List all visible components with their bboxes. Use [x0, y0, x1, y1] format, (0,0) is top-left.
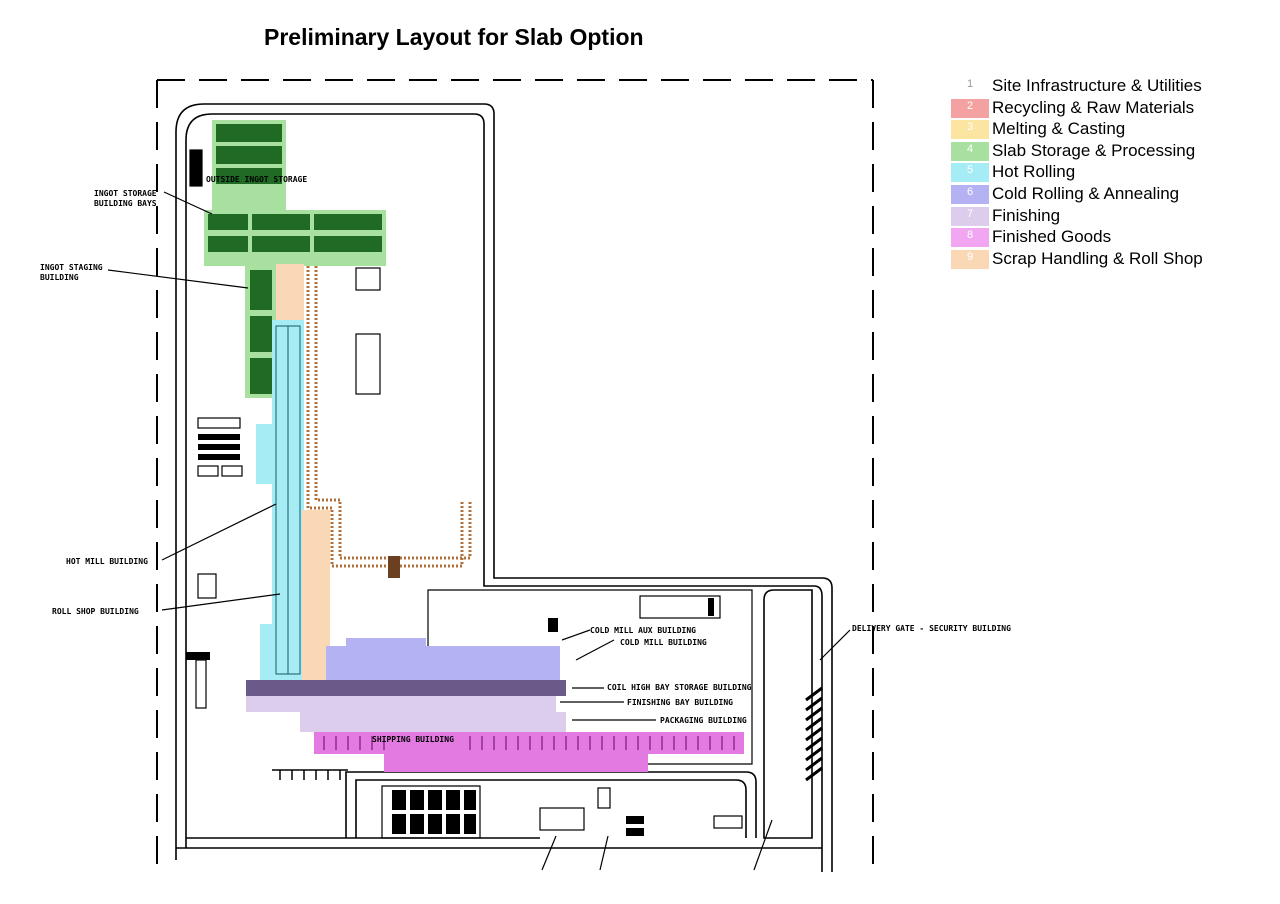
legend-label: Slab Storage & Processing [992, 140, 1196, 160]
legend-item: 4 Slab Storage & Processing [951, 141, 1251, 163]
legend-item: 8 Finished Goods [951, 227, 1251, 249]
zone-roll-shop [276, 264, 304, 320]
leader-lines [107, 191, 851, 871]
label-ingot-storage-line1: INGOT STORAGE [94, 189, 157, 198]
legend-label: Hot Rolling [992, 162, 1076, 182]
legend-label: Site Infrastructure & Utilities [992, 76, 1202, 95]
label-cold-mill: COLD MILL BUILDING [620, 638, 707, 647]
shipping-bays [323, 736, 735, 750]
legend-swatch: 2 [951, 98, 989, 118]
legend-item: 7 Finishing [951, 206, 1251, 228]
label-ingot-staging-line1: INGOT STAGING [40, 263, 103, 272]
page-title: Preliminary Layout for Slab Option [264, 24, 644, 50]
zone-hot-mill-aux-2 [260, 624, 274, 680]
zone-finishing-bay [246, 696, 556, 712]
legend-label: Finished Goods [992, 227, 1112, 247]
legend-item: 3 Melting & Casting [951, 119, 1251, 141]
zone-shipping [314, 732, 744, 754]
label-shipping: SHIPPING BUILDING [372, 735, 454, 744]
zone-roll-shop-lower [302, 510, 330, 680]
legend-swatch: 7 [951, 206, 989, 226]
legend-label: Scrap Handling & Roll Shop [992, 248, 1203, 268]
zone-cold-mill [326, 646, 560, 680]
zone-coil-high-bay [246, 680, 566, 696]
site-boundary [156, 79, 874, 872]
scrap-conveyor [306, 266, 472, 568]
legend-item: 6 Cold Rolling & Annealing [951, 184, 1251, 206]
label-cold-mill-aux: COLD MILL AUX BUILDING [590, 626, 696, 635]
legend-label: Finishing [992, 205, 1061, 225]
zone-shipping-lower [384, 754, 648, 772]
legend-label: Melting & Casting [992, 119, 1126, 139]
label-finishing-bay: FINISHING BAY BUILDING [627, 698, 733, 707]
label-coil-high-bay: COIL HIGH BAY STORAGE BUILDING [607, 683, 752, 692]
legend: 1 Site Infrastructure & Utilities 2 Recy… [951, 76, 1251, 270]
label-ingot-staging-line2: BUILDING [40, 273, 79, 282]
legend-swatch: 1 [951, 77, 989, 96]
legend-label: Recycling & Raw Materials [992, 97, 1195, 117]
legend-swatch: 4 [951, 141, 989, 161]
legend-item: 1 Site Infrastructure & Utilities [951, 76, 1251, 98]
label-delivery-gate: DELIVERY GATE - SECURITY BUILDING [852, 624, 1011, 633]
ingot-storage-blocks [208, 124, 382, 394]
label-outside-ingot-storage: OUTSIDE INGOT STORAGE [206, 175, 307, 184]
legend-swatch: 5 [951, 163, 989, 183]
auxiliary-buildings [189, 149, 743, 831]
label-hot-mill: HOT MILL BUILDING [66, 557, 148, 566]
legend-item: 2 Recycling & Raw Materials [951, 98, 1251, 120]
parking-stalls [805, 686, 823, 782]
zone-hot-mill-aux [256, 424, 274, 484]
legend-swatch: 3 [951, 120, 989, 140]
legend-item: 5 Hot Rolling [951, 162, 1251, 184]
building-blocks-dark [186, 434, 714, 836]
legend-swatch: 9 [951, 249, 989, 269]
label-packaging: PACKAGING BUILDING [660, 716, 747, 725]
legend-item: 9 Scrap Handling & Roll Shop [951, 249, 1251, 271]
legend-label: Cold Rolling & Annealing [992, 183, 1180, 203]
legend-swatch: 6 [951, 184, 989, 204]
zone-packaging [300, 712, 566, 732]
rail-ticks [272, 769, 348, 780]
zone-cold-mill-aux [346, 638, 426, 648]
label-ingot-storage-line2: BUILDING BAYS [94, 199, 157, 208]
label-roll-shop: ROLL SHOP BUILDING [52, 607, 139, 616]
legend-swatch: 8 [951, 228, 989, 248]
hot-mill-details [275, 325, 301, 675]
